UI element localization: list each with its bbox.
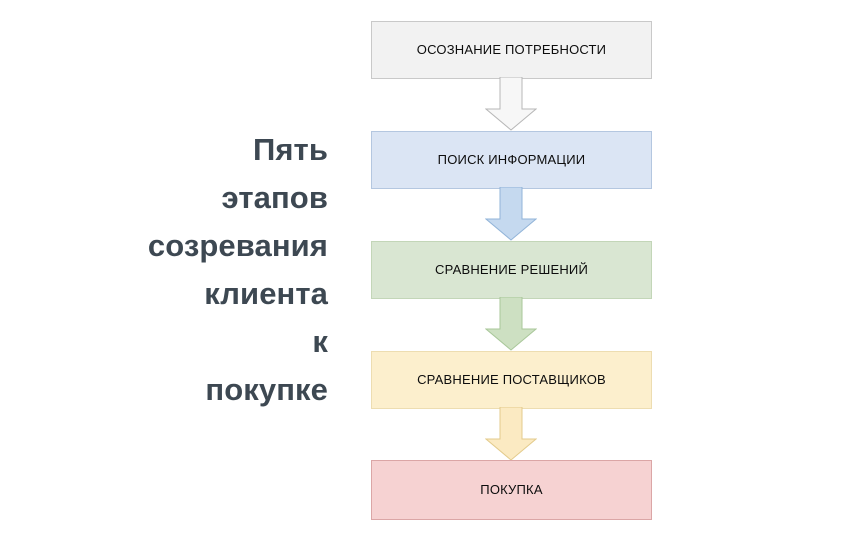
page-title: Пять этапов созревания клиента к покупке: [147, 132, 328, 407]
customer-journey-flow: ОСОЗНАНИЕ ПОТРЕБНОСТИ ПОИСК ИНФОРМАЦИИ С…: [371, 21, 652, 521]
stage-label: ПОКУПКА: [480, 482, 543, 497]
stage-label: СРАВНЕНИЕ РЕШЕНИЙ: [434, 262, 588, 277]
connector-arrow-2: [485, 187, 537, 241]
stage-label: ОСОЗНАНИЕ ПОТРЕБНОСТИ: [416, 42, 607, 57]
stage-label: СРАВНЕНИЕ ПОСТАВЩИКОВ: [417, 372, 606, 387]
stage-box-vendor-comparison[interactable]: СРАВНЕНИЕ ПОСТАВЩИКОВ: [371, 351, 652, 409]
connector-arrow-4: [485, 407, 537, 461]
stage-label: ПОИСК ИНФОРМАЦИИ: [437, 152, 586, 167]
down-block-arrow-icon: [485, 187, 537, 241]
down-block-arrow-icon: [485, 77, 537, 131]
stage-box-purchase[interactable]: ПОКУПКА: [371, 460, 652, 520]
connector-arrow-1: [485, 77, 537, 131]
down-block-arrow-icon: [485, 407, 537, 461]
stage-box-awareness[interactable]: ОСОЗНАНИЕ ПОТРЕБНОСТИ: [371, 21, 652, 79]
connector-arrow-3: [485, 297, 537, 351]
stage-box-solution-comparison[interactable]: СРАВНЕНИЕ РЕШЕНИЙ: [371, 241, 652, 299]
stage-box-information-search[interactable]: ПОИСК ИНФОРМАЦИИ: [371, 131, 652, 189]
down-block-arrow-icon: [485, 297, 537, 351]
